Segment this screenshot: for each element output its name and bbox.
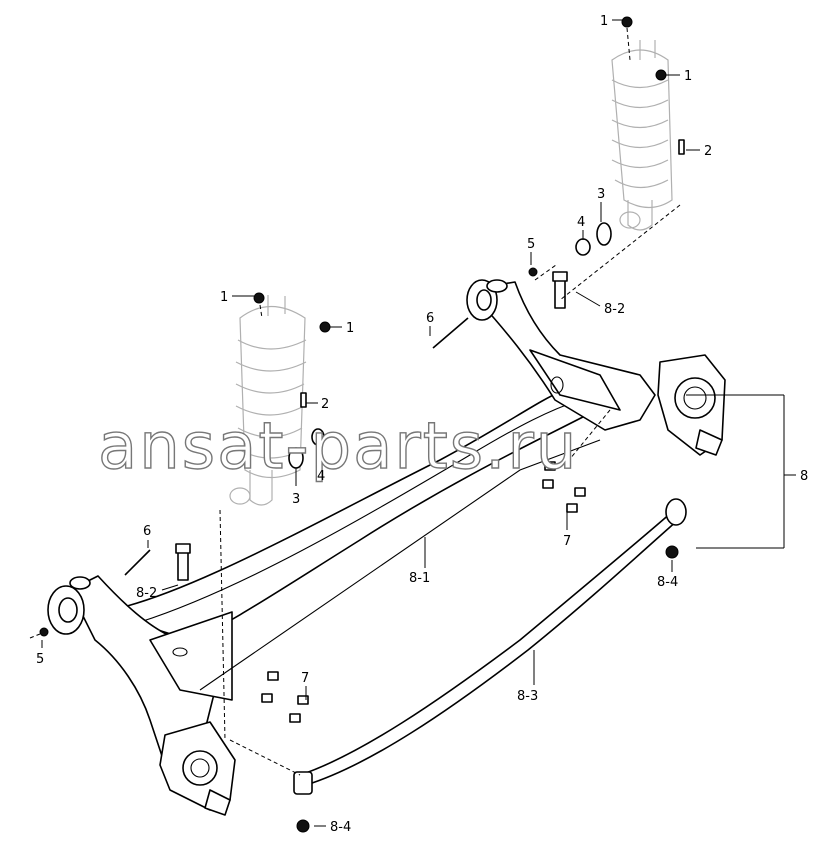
callout-1: 1 (600, 14, 608, 29)
fasteners (39, 16, 685, 833)
callout-8-3: 8-3 (517, 689, 538, 704)
bolt-2-right (678, 139, 685, 155)
callout-6: 6 (143, 524, 151, 539)
callout-8: 8 (800, 469, 808, 484)
bolt-7-a (544, 461, 556, 471)
callout-4: 4 (577, 215, 585, 230)
callout-8-2: 8-2 (136, 586, 157, 601)
nut-4-right (575, 238, 591, 256)
left-hub-carrier (159, 721, 236, 816)
callout-8-2: 8-2 (604, 302, 625, 317)
callout-5: 5 (36, 652, 44, 667)
callout-2: 2 (704, 144, 712, 159)
callout-2: 2 (321, 397, 329, 412)
bolt-8-2-right (554, 277, 566, 309)
callout-1: 1 (220, 290, 228, 305)
callout-5: 5 (527, 237, 535, 252)
nut-1-a (621, 16, 633, 28)
bolt-8-2-left (177, 549, 189, 581)
right-bushing (466, 279, 508, 321)
callout-3: 3 (292, 492, 300, 507)
nut-5-right (528, 267, 538, 277)
nut-1-b (655, 69, 667, 81)
bolt-2-left (300, 392, 307, 408)
left-bushing (47, 576, 91, 635)
nut-1-c (253, 292, 265, 304)
bolt-6-left (124, 549, 151, 576)
right-hub-carrier (657, 354, 726, 456)
panhard-rod (293, 498, 687, 795)
torsion-beam-axle (47, 279, 726, 816)
nut-5-left (39, 627, 49, 637)
callout-8-4: 8-4 (657, 575, 678, 590)
nut-1-d (319, 321, 331, 333)
callout-6: 6 (426, 311, 434, 326)
callout-8-4: 8-4 (330, 820, 351, 835)
callout-3: 3 (597, 187, 605, 202)
callout-4: 4 (317, 469, 325, 484)
callout-1: 1 (346, 321, 354, 336)
callout-8-1: 8-1 (409, 571, 430, 586)
leader-lines (29, 19, 796, 827)
nut-8-4-left (296, 819, 310, 833)
washer-3-right (596, 222, 612, 246)
callout-7: 7 (301, 671, 309, 686)
rod-8-1 (199, 439, 601, 691)
bolt-7-b (267, 671, 279, 681)
nut-8-4-right (665, 545, 679, 559)
bolt-6-right (432, 317, 469, 349)
callout-labels: 1 1 2 3 4 5 8-2 6 1 1 2 4 3 8 7 8-1 8-4 … (36, 14, 808, 835)
callout-7: 7 (563, 534, 571, 549)
callout-1: 1 (684, 69, 692, 84)
right-shock-absorber (611, 40, 673, 231)
watermark: ansat-parts.ru (98, 410, 578, 484)
nut-4-left (311, 428, 325, 446)
